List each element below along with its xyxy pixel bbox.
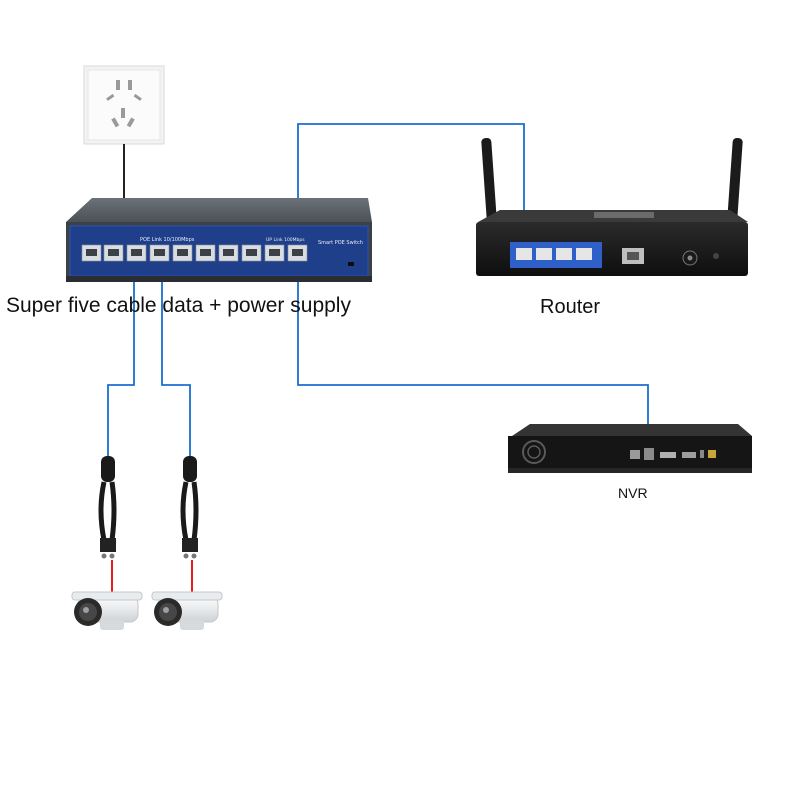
nvr-recorder-icon bbox=[508, 424, 752, 473]
bullet-camera-icon bbox=[71, 591, 143, 630]
camera-1 bbox=[71, 456, 143, 630]
camera-2 bbox=[151, 456, 223, 630]
poe-switch-icon: POE Link 10/100Mbps UP Link 100Mbps Smar… bbox=[66, 198, 372, 282]
switch-brand-label: Smart POE Switch bbox=[318, 240, 363, 246]
cable-switch-nvr bbox=[297, 282, 649, 452]
poe-splitter-2 bbox=[180, 456, 199, 559]
wall-outlet-icon bbox=[83, 65, 165, 145]
switch-poe-label: POE Link 10/100Mbps bbox=[140, 237, 195, 243]
switch-uplink-label: UP Link 100Mbps bbox=[266, 237, 305, 243]
nvr-fan-icon bbox=[522, 440, 546, 464]
switch-caption: Super five cable data + power supply bbox=[6, 294, 351, 317]
bullet-camera-icon bbox=[151, 591, 223, 630]
nvr-caption: NVR bbox=[618, 485, 648, 501]
network-cables bbox=[107, 123, 649, 458]
poe-splitter-1 bbox=[98, 456, 117, 559]
router-caption: Router bbox=[540, 296, 601, 318]
cable-switch-camera-1 bbox=[107, 282, 135, 458]
cable-switch-router bbox=[297, 123, 525, 248]
cable-switch-camera-2 bbox=[161, 282, 191, 458]
router-icon bbox=[476, 138, 748, 276]
switch-power-led bbox=[348, 262, 354, 266]
